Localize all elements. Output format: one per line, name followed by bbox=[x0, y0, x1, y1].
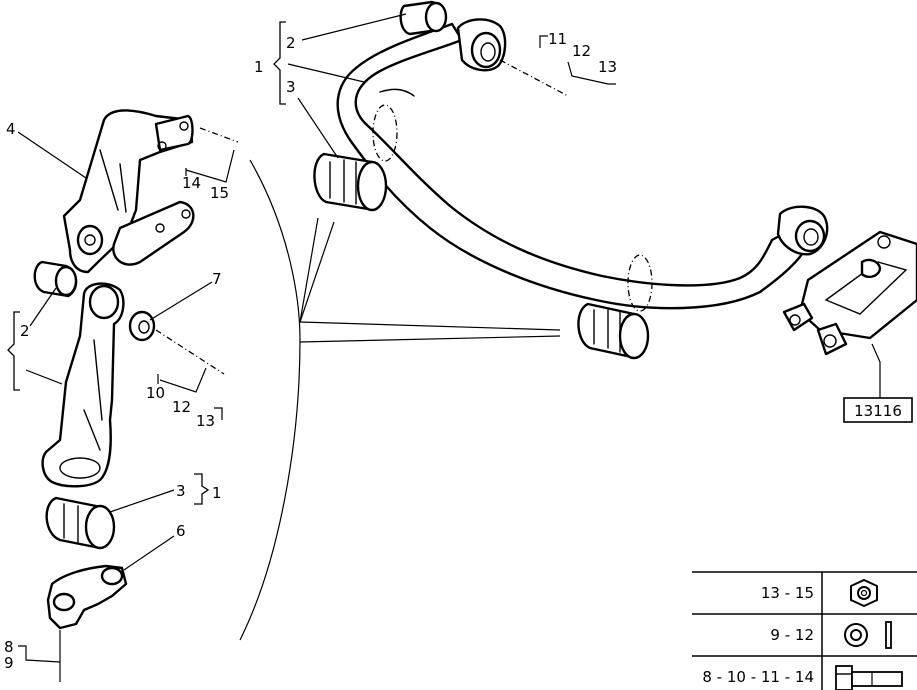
callout-14: 14 bbox=[182, 174, 201, 192]
bushing-top bbox=[399, 0, 448, 36]
callout-13-top: 13 bbox=[598, 58, 617, 76]
callout-2-left: 2 bbox=[20, 322, 30, 340]
nut-icon bbox=[850, 578, 878, 608]
callout-12-top: 12 bbox=[572, 42, 591, 60]
callout-9: 9 bbox=[4, 654, 14, 672]
washer-icon bbox=[844, 621, 892, 649]
reference-number: 13116 bbox=[854, 402, 902, 420]
callout-12-mid: 12 bbox=[172, 398, 191, 416]
support-arm bbox=[62, 109, 195, 274]
callout-10: 10 bbox=[146, 384, 165, 402]
callout-3-top: 3 bbox=[286, 78, 296, 96]
rubber-mount-right bbox=[577, 302, 650, 360]
legend-label-bolt: 8 - 10 - 11 - 14 bbox=[702, 668, 814, 686]
callouts: 1 2 3 11 12 13 4 14 15 2 7 10 12 13 3 bbox=[4, 13, 617, 682]
stabilizer-bar bbox=[336, 22, 808, 312]
reference-box: 13116 bbox=[843, 397, 913, 423]
clamp-6 bbox=[46, 564, 128, 630]
bar-end-eye-top bbox=[456, 18, 507, 72]
callout-1-low: 1 bbox=[212, 484, 222, 502]
callout-4: 4 bbox=[6, 120, 16, 138]
callout-3-low: 3 bbox=[176, 482, 186, 500]
bar-end-eye-right bbox=[776, 205, 829, 256]
callout-1-top: 1 bbox=[254, 58, 264, 76]
bolt-icon bbox=[835, 665, 903, 690]
callout-6: 6 bbox=[176, 522, 186, 540]
legend-label-washer: 9 - 12 bbox=[770, 626, 814, 644]
bushing-left bbox=[33, 260, 78, 298]
fastener-legend: 13 - 15 9 - 12 8 - 10 - 11 - 14 bbox=[692, 571, 917, 690]
callout-11: 11 bbox=[548, 30, 567, 48]
rubber-mount-top bbox=[313, 152, 388, 212]
callout-8: 8 bbox=[4, 638, 14, 656]
callout-13-mid: 13 bbox=[196, 412, 215, 430]
callout-2-top: 2 bbox=[286, 34, 296, 52]
callout-15: 15 bbox=[210, 184, 229, 202]
drop-link bbox=[41, 282, 125, 488]
callout-7: 7 bbox=[212, 270, 222, 288]
legend-label-nut: 13 - 15 bbox=[761, 584, 814, 602]
mounting-bracket-right bbox=[782, 230, 917, 356]
rubber-mount-low bbox=[45, 496, 116, 550]
washer-7 bbox=[128, 310, 156, 342]
